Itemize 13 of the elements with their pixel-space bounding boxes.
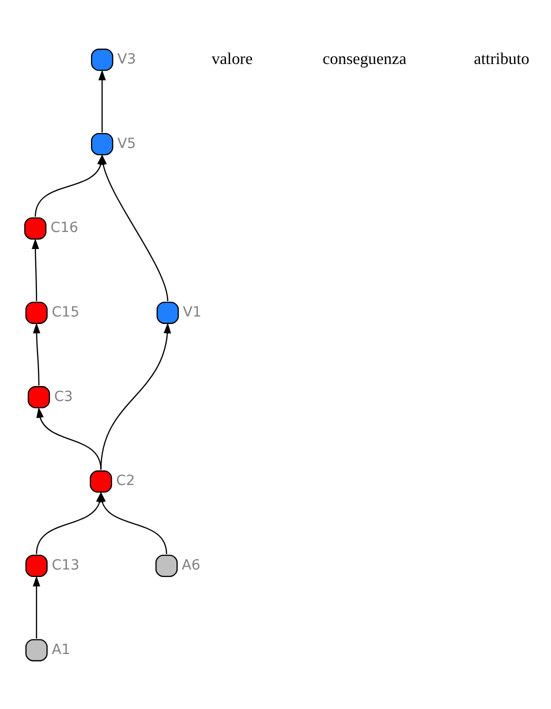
node-label: C2 — [116, 472, 135, 489]
node-label: V5 — [117, 135, 136, 152]
node-label: C3 — [54, 388, 73, 404]
label: valore — [212, 48, 253, 68]
node-label: A6 — [182, 557, 200, 574]
node-label: C13 — [52, 557, 80, 574]
node-label: C16 — [50, 220, 78, 236]
node-label: V3 — [117, 50, 136, 67]
label: conseguenza — [322, 48, 406, 68]
node-label: A1 — [52, 641, 70, 658]
node-label: V1 — [182, 304, 202, 320]
label: attributo — [474, 48, 530, 68]
node-label: C15 — [52, 304, 80, 320]
